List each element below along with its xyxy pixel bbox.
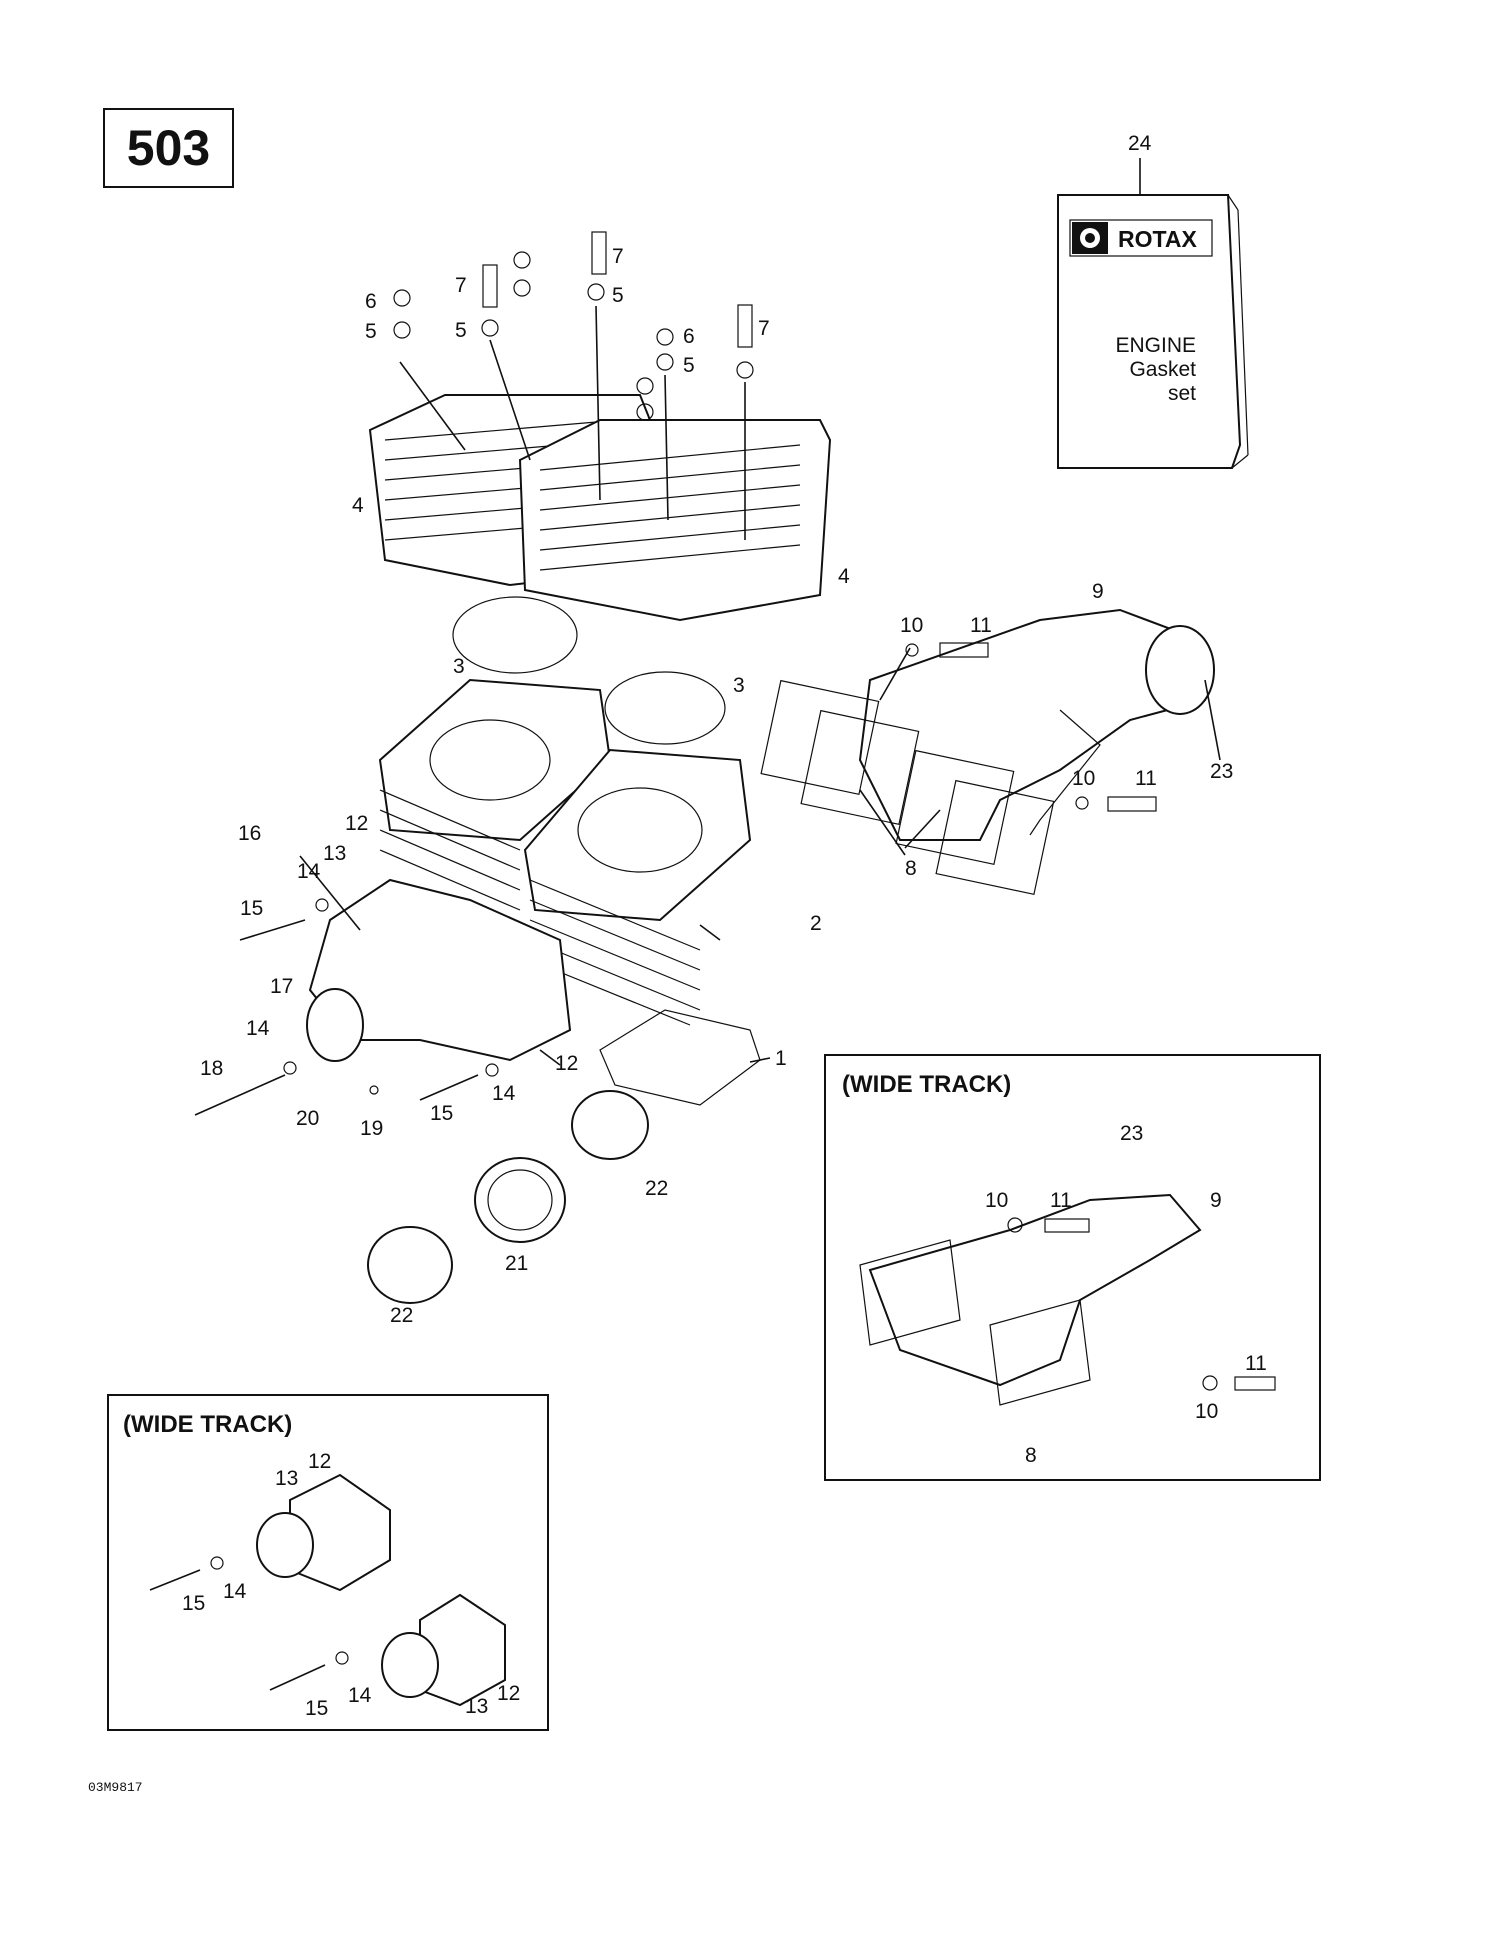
callout-10a: 10 <box>900 614 923 637</box>
callout-17: 17 <box>270 975 293 998</box>
callout-14c: 14 <box>492 1082 516 1105</box>
exhaust-gaskets <box>760 679 1055 896</box>
inset-callout-11b: 11 <box>1245 1352 1267 1375</box>
inset-callout-12b: 12 <box>497 1682 520 1705</box>
callout-11a: 11 <box>970 614 992 637</box>
callout-7c: 7 <box>758 317 770 340</box>
bolt-15a <box>239 919 306 941</box>
callout-15a: 15 <box>240 897 263 920</box>
callout-14a: 14 <box>297 860 321 883</box>
callout-15b: 15 <box>430 1102 453 1125</box>
cylinder-left <box>378 678 612 911</box>
gasket-kit-booklet: ROTAX ENGINE Gasket set 24 <box>1057 132 1249 469</box>
callout-1: 1 <box>775 1047 787 1070</box>
exhaust-manifold <box>858 608 1215 841</box>
callout-12a: 12 <box>345 812 368 835</box>
callout-9: 9 <box>1092 580 1104 603</box>
callout-6a: 6 <box>365 290 377 313</box>
inset-callout-11a: 11 <box>1050 1189 1072 1212</box>
callout-11b: 11 <box>1135 767 1157 790</box>
inset-callout-13a: 13 <box>275 1467 298 1490</box>
callout-20: 20 <box>296 1107 319 1130</box>
inset-wide-track-exhaust: (WIDE TRACK) 23 10 11 9 11 10 8 <box>824 1054 1321 1481</box>
head-o-ring-right <box>604 671 726 745</box>
inset-callout-10b: 10 <box>1195 1400 1218 1423</box>
cylinder-head-right <box>518 419 832 622</box>
callout-22a: 22 <box>645 1177 668 1200</box>
inset-callout-15a: 15 <box>182 1592 205 1615</box>
kit-title-line3: set <box>1168 382 1196 405</box>
cylinder-right <box>523 748 752 1026</box>
inset-callout-14b: 14 <box>348 1684 372 1707</box>
callout-16: 16 <box>238 822 261 845</box>
inset-callout-23: 23 <box>1120 1122 1143 1145</box>
inset-callout-13b: 13 <box>465 1695 488 1718</box>
callout-21: 21 <box>505 1252 528 1275</box>
callout-7a: 7 <box>455 274 467 297</box>
inset-callout-12a: 12 <box>308 1450 331 1473</box>
callout-5c: 5 <box>612 284 624 307</box>
inset-callout-15b: 15 <box>305 1697 328 1720</box>
inset-title-left: (WIDE TRACK) <box>123 1411 292 1438</box>
callout-22b: 22 <box>390 1304 413 1327</box>
rotax-logo <box>1072 222 1108 254</box>
page-number-box: 503 <box>103 108 234 188</box>
kit-brand: ROTAX <box>1118 226 1197 252</box>
clamp-22-upper <box>571 1090 649 1160</box>
callout-23: 23 <box>1210 760 1233 783</box>
callout-13: 13 <box>323 842 346 865</box>
callout-7b: 7 <box>612 245 624 268</box>
callout-24: 24 <box>1128 132 1152 155</box>
inset-title-right: (WIDE TRACK) <box>842 1071 1011 1098</box>
inset-callout-10a: 10 <box>985 1189 1008 1212</box>
head-o-ring-left <box>452 596 578 674</box>
footer-code: 03M9817 <box>88 1780 143 1795</box>
callout-8: 8 <box>905 857 917 880</box>
callout-2: 2 <box>810 912 822 935</box>
kit-title-line1: ENGINE <box>1115 334 1196 357</box>
kit-title-line2: Gasket <box>1129 358 1196 381</box>
callout-5b: 5 <box>455 319 467 342</box>
callout-6b: 6 <box>683 325 695 348</box>
callout-5a: 5 <box>365 320 377 343</box>
clamp-22-lower <box>367 1226 453 1304</box>
callout-4b: 4 <box>838 565 850 588</box>
bolt-15b <box>419 1074 479 1101</box>
base-gasket <box>599 1009 761 1106</box>
callout-14b: 14 <box>246 1017 270 1040</box>
inset-callout-8: 8 <box>1025 1444 1037 1467</box>
bolt-18 <box>194 1074 286 1116</box>
inset-wide-track-intake: (WIDE TRACK) 13 12 15 14 15 14 13 12 <box>107 1394 549 1731</box>
callout-19: 19 <box>360 1117 383 1140</box>
callout-5d: 5 <box>683 354 695 377</box>
intake-manifold <box>306 878 572 1062</box>
callout-3b: 3 <box>733 674 745 697</box>
callout-3a: 3 <box>453 655 465 678</box>
inset-callout-14a: 14 <box>223 1580 247 1603</box>
head-hardware <box>393 231 754 421</box>
callout-18: 18 <box>200 1057 223 1080</box>
callout-12b: 12 <box>555 1052 578 1075</box>
callout-10b: 10 <box>1072 767 1095 790</box>
page-number: 503 <box>126 120 211 176</box>
callout-4a: 4 <box>352 494 364 517</box>
inset-callout-9: 9 <box>1210 1189 1222 1212</box>
